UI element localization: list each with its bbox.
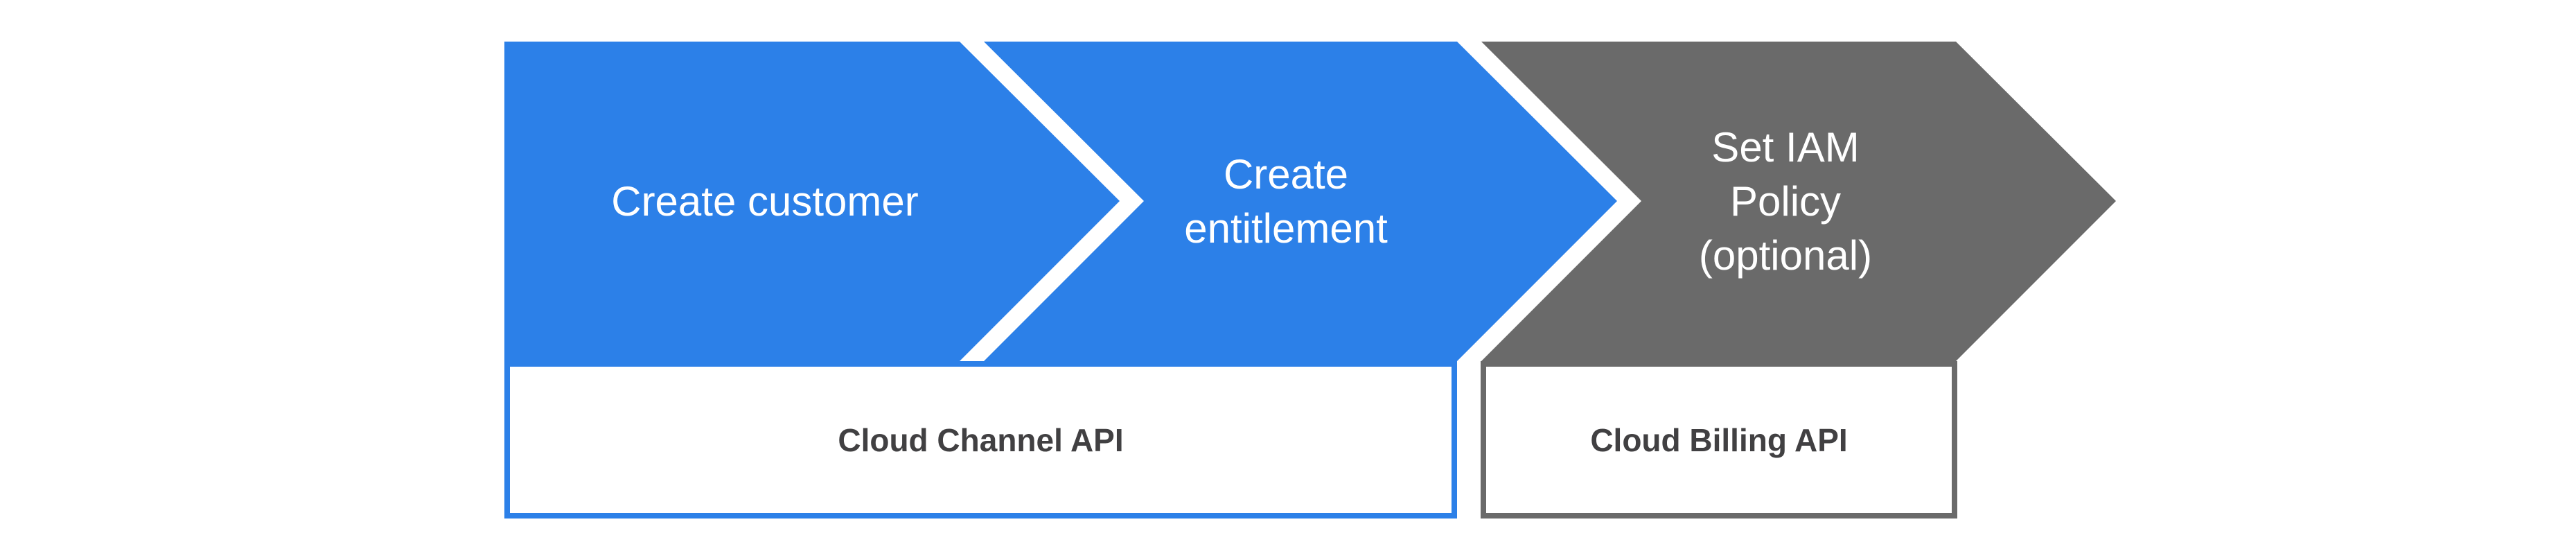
step-arrow-create-entitlement bbox=[984, 42, 1617, 361]
step-arrow-create-customer bbox=[504, 42, 1120, 361]
cloud-channel-api-box: Cloud Channel API bbox=[504, 361, 1457, 518]
cloud-billing-api-label: Cloud Billing API bbox=[1590, 421, 1848, 458]
cloud-channel-api-label: Cloud Channel API bbox=[838, 421, 1124, 458]
step-arrow-set-iam-policy bbox=[1481, 42, 2116, 361]
cloud-billing-api-box: Cloud Billing API bbox=[1481, 361, 1957, 518]
